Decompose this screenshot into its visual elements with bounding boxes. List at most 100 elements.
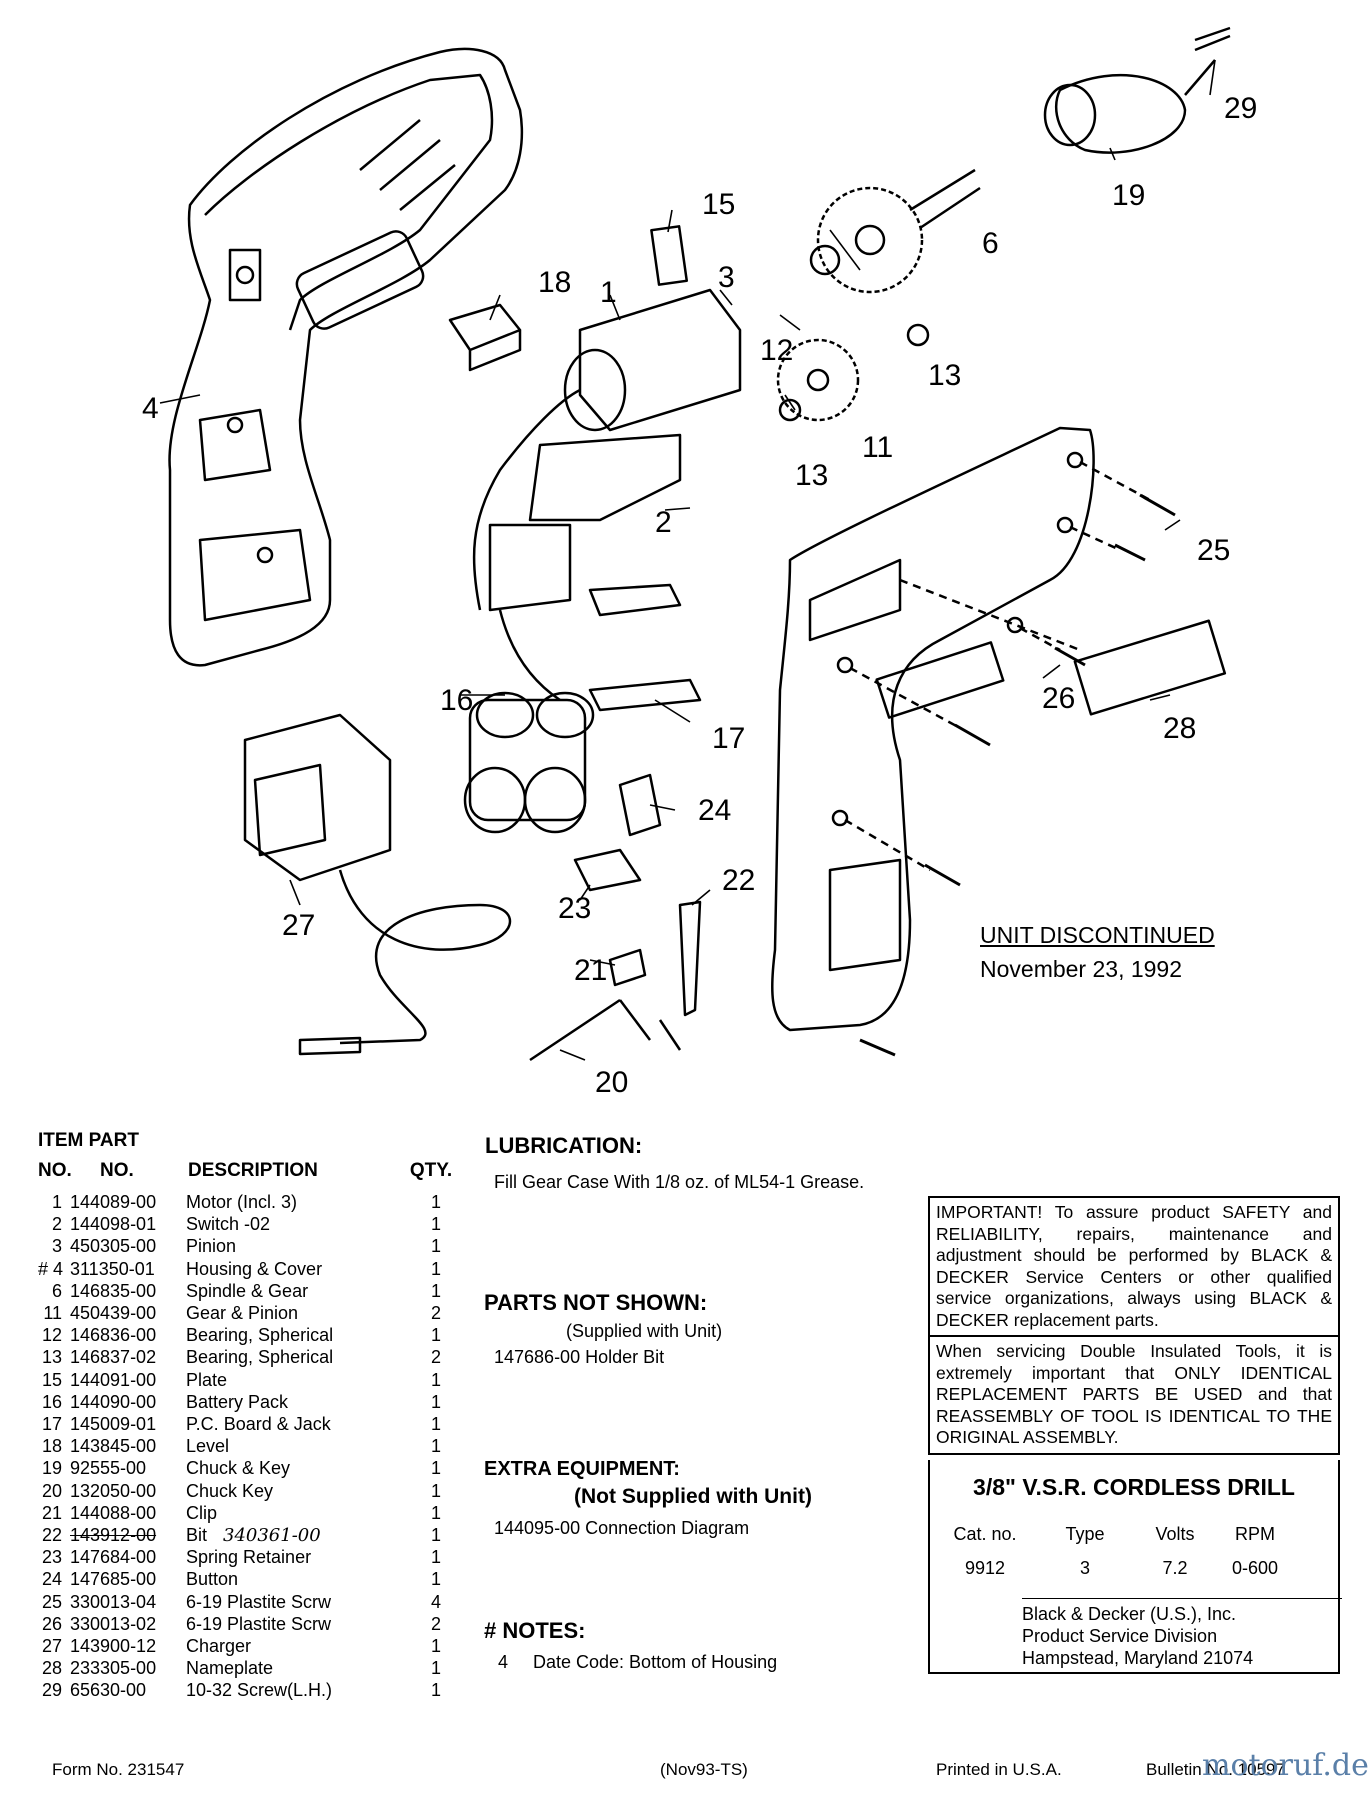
callout-13: 13	[928, 359, 961, 392]
part-number: 143912-00	[70, 1525, 157, 1545]
item-number: 1	[51, 1192, 62, 1212]
cat-value: 9912	[964, 1558, 1006, 1578]
callout-22: 22	[722, 864, 755, 897]
item-number: 29	[41, 1680, 62, 1701]
callout-25: 25	[1197, 534, 1230, 567]
callout-2: 2	[655, 506, 672, 539]
callout-13: 13	[795, 459, 828, 492]
unit-spec-box: 3/8" V.S.R. CORDLESS DRILL Cat. no. Type…	[928, 1460, 1342, 1674]
discontinued-title: UNIT DISCONTINUED	[980, 922, 1215, 948]
part-description: Clip	[186, 1502, 218, 1523]
callout-18: 18	[538, 266, 571, 299]
quantity: 1	[430, 1436, 441, 1457]
quantity: 1	[430, 1502, 441, 1523]
volts-value: 7.2	[1162, 1558, 1188, 1578]
form-number: Form No. 231547	[52, 1760, 185, 1779]
address-line1: Black & Decker (U.S.), Inc.	[1022, 1604, 1237, 1624]
callout-12: 12	[760, 334, 793, 367]
part-description: Charger	[186, 1636, 252, 1656]
part-number: 146836-00	[70, 1325, 157, 1346]
quantity: 1	[430, 1236, 441, 1257]
part-description: 6-19 Plastite Scrw	[186, 1591, 332, 1612]
part-description: Spring Retainer	[186, 1547, 312, 1568]
screw-part	[1194, 26, 1231, 52]
nameplate-part	[1073, 619, 1227, 716]
discontinued-date: November 23, 1992	[980, 956, 1183, 982]
callout-11: 11	[862, 431, 893, 464]
parts-not-shown-sub: (Supplied with Unit)	[566, 1321, 723, 1341]
notes-heading: # NOTES:	[484, 1618, 586, 1643]
callout-23: 23	[558, 892, 591, 925]
callout-16: 16	[440, 684, 473, 717]
quantity: 1	[430, 1325, 441, 1346]
part-number: 146835-00	[70, 1280, 157, 1301]
part-number: 145009-01	[70, 1414, 157, 1434]
spindle-gear	[816, 186, 924, 294]
lubrication-heading: LUBRICATION:	[485, 1133, 643, 1158]
plate-part	[650, 225, 689, 286]
type-label: Type	[1065, 1524, 1105, 1544]
callout-1: 1	[600, 276, 617, 309]
quantity: 1	[430, 1636, 441, 1656]
bulletin-number: Bulletin No. 10597	[1146, 1760, 1285, 1779]
item-number: 25	[41, 1591, 62, 1612]
part-number: 65630-00	[70, 1680, 147, 1701]
service-notices: IMPORTANT! To assure product SAFETY and …	[928, 1196, 1340, 1455]
part-number: 144088-00	[70, 1502, 157, 1523]
quantity: 1	[430, 1525, 441, 1545]
part-description: Plate	[186, 1369, 228, 1390]
parts-not-shown-heading: PARTS NOT SHOWN:	[484, 1290, 708, 1315]
part-number: 146837-02	[70, 1347, 157, 1368]
level-part	[448, 303, 522, 372]
parts-header-line1: ITEM PART	[38, 1130, 139, 1152]
part-number: 132050-00	[70, 1480, 157, 1501]
quantity: 1	[430, 1680, 441, 1701]
part-number: 233305-00	[70, 1658, 157, 1679]
item-number: 2	[51, 1214, 62, 1235]
extra-equipment-item: 144095-00 Connection Diagram	[494, 1518, 750, 1538]
parts-not-shown-item: 147686-00 Holder Bit	[494, 1347, 665, 1367]
chuck-key-part	[529, 998, 682, 1062]
spring-retainer-part	[573, 848, 642, 892]
part-description: 10-32 Screw(L.H.)	[186, 1680, 333, 1701]
part-description: Gear & Pinion	[186, 1303, 299, 1323]
notes-text: Date Code: Bottom of Housing	[533, 1652, 778, 1672]
important-notice: IMPORTANT! To assure product SAFETY and …	[936, 1202, 1332, 1330]
part-description: Pinion	[186, 1236, 237, 1257]
rpm-label: RPM	[1235, 1524, 1275, 1544]
extra-equipment-heading: EXTRA EQUIPMENT:	[484, 1458, 680, 1480]
part-description: Spindle & Gear	[186, 1280, 309, 1301]
item-number: 23	[41, 1547, 62, 1568]
part-number: 450439-00	[70, 1303, 157, 1323]
quantity: 1	[430, 1280, 441, 1301]
unit-title: 3/8" V.S.R. CORDLESS DRILL	[973, 1474, 1295, 1500]
part-number: 144098-01	[70, 1214, 157, 1235]
part-description: Motor (Incl. 3)	[186, 1192, 298, 1212]
item-number: 11	[43, 1303, 62, 1323]
part-description: Switch -02	[186, 1214, 271, 1235]
quantity: 1	[430, 1547, 441, 1568]
date-code: (Nov93-TS)	[660, 1760, 748, 1779]
callout-26: 26	[1042, 682, 1075, 715]
motor-switch-battery-assembly	[463, 288, 742, 834]
item-number: 28	[41, 1658, 62, 1679]
quantity: 4	[430, 1591, 441, 1612]
part-description: Housing & Cover	[186, 1258, 323, 1279]
button-part	[618, 773, 662, 837]
item-number: 13	[41, 1347, 62, 1368]
quantity: 2	[430, 1303, 441, 1323]
item-number: 19	[41, 1458, 62, 1479]
part-number: 330013-02	[70, 1613, 157, 1634]
part-number: 144091-00	[70, 1369, 157, 1390]
callout-3: 3	[718, 261, 735, 294]
part-description: 6-19 Plastite Scrw	[186, 1613, 332, 1634]
lubrication-text: Fill Gear Case With 1/8 oz. of ML54-1 Gr…	[494, 1172, 865, 1192]
item-part-heading: ITEM PART	[38, 1130, 139, 1151]
part-description: Bearing, Spherical	[186, 1325, 334, 1346]
quantity: 1	[430, 1658, 441, 1679]
double-insulated-notice: When servicing Double Insulated Tools, i…	[930, 1335, 1338, 1453]
rpm-value: 0-600	[1231, 1558, 1279, 1578]
callout-15: 15	[702, 188, 735, 221]
type-value: 3	[1079, 1558, 1090, 1578]
part-description: Chuck & Key	[186, 1458, 291, 1479]
